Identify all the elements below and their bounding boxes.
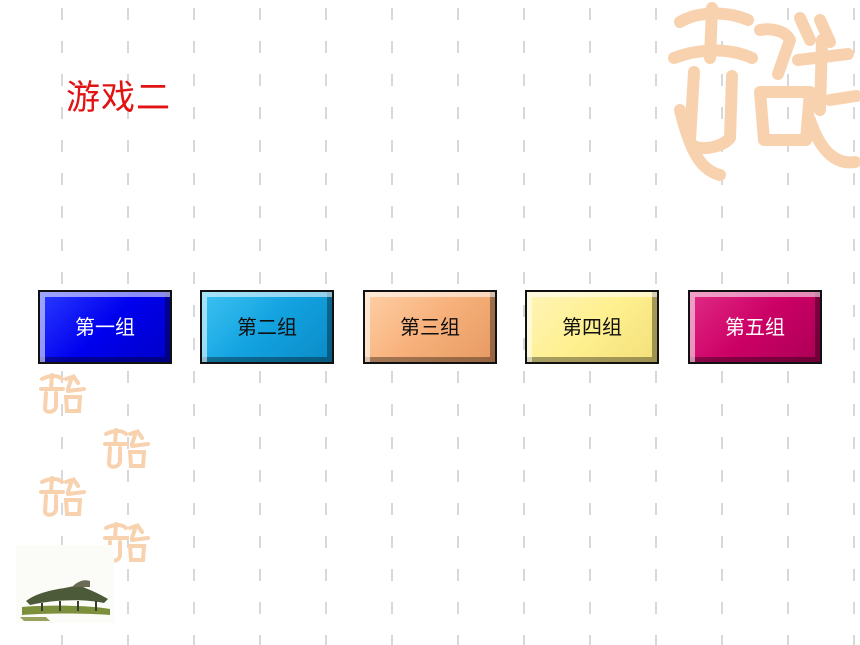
calligraphy-seal-small-icon <box>103 428 150 469</box>
group-1-label: 第一组 <box>75 315 135 339</box>
slide-title: 游戏二 <box>66 78 171 118</box>
group-3-label: 第三组 <box>400 315 460 339</box>
calligraphy-seal-small-icon <box>103 522 150 563</box>
group-2-label: 第二组 <box>237 315 297 339</box>
group-5-label: 第五组 <box>725 315 785 339</box>
group-1-button[interactable]: 第一组 <box>38 290 172 364</box>
calligraphy-seal-small-icon <box>39 476 86 517</box>
group-4-button[interactable]: 第四组 <box>525 290 659 364</box>
group-2-button[interactable]: 第二组 <box>200 290 334 364</box>
group-4-label: 第四组 <box>562 315 622 339</box>
pavilion-icon <box>16 545 114 623</box>
calligraphy-seal-large <box>668 2 860 181</box>
group-5-button[interactable]: 第五组 <box>688 290 822 364</box>
calligraphy-seal-small-icon <box>39 373 86 414</box>
group-3-button[interactable]: 第三组 <box>363 290 497 364</box>
